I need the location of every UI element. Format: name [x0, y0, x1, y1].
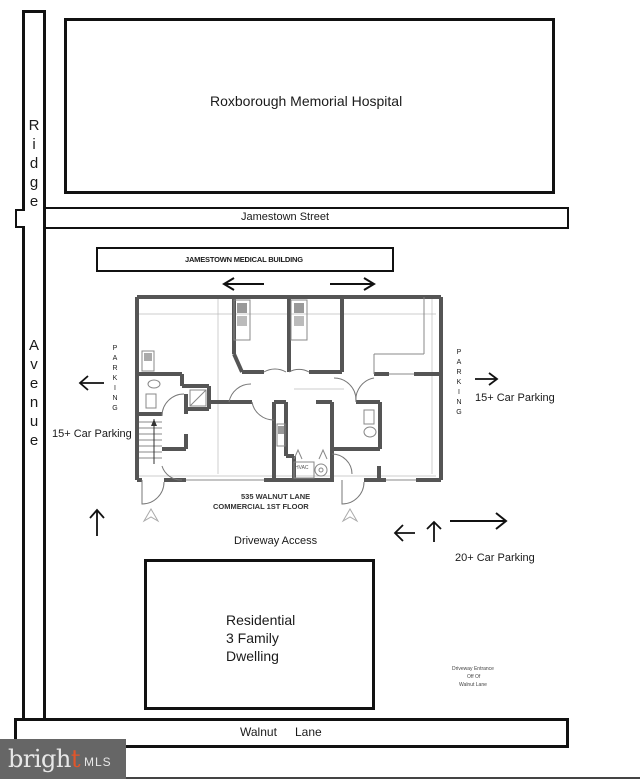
vertical-letter: A	[28, 337, 39, 354]
bright-mls-watermark: bright MLS	[0, 739, 126, 779]
vertical-letter: K	[112, 375, 118, 382]
vertical-letter: R	[456, 369, 462, 376]
jamestown-medical-building	[96, 247, 394, 272]
vertical-letter: e	[29, 193, 39, 210]
vertical-letter: A	[456, 359, 462, 366]
hvac-label: HVAC	[295, 465, 309, 471]
vertical-letter: d	[29, 155, 39, 172]
vertical-letter: P	[456, 349, 462, 356]
arrow-right-icon	[450, 512, 508, 530]
jamestown-street	[44, 207, 569, 229]
door-swings	[141, 368, 375, 505]
subject-floor: COMMERCIAL 1ST FLOOR	[213, 502, 309, 511]
vertical-letter: u	[29, 413, 39, 430]
vertical-letter: g	[29, 174, 39, 191]
walnut-label: Walnut	[240, 725, 277, 739]
watermark-mls: MLS	[84, 755, 112, 769]
north-marker-left-icon	[142, 508, 160, 523]
bottom-border-line	[0, 777, 640, 779]
left-parking-count: 15+ Car Parking	[52, 428, 132, 440]
lower-right-parking-count: 20+ Car Parking	[455, 552, 535, 564]
jamestown-street-label: Jamestown Street	[241, 211, 330, 223]
vertical-letter: R	[28, 117, 40, 134]
hospital-label: Roxborough Memorial Hospital	[210, 93, 403, 109]
medical-building-label: JAMESTOWN MEDICAL BUILDING	[185, 255, 303, 264]
residential-line-2: 3 Family	[226, 630, 279, 646]
arrow-right-icon	[475, 372, 499, 386]
north-marker-right-icon	[341, 508, 359, 523]
vertical-letter: v	[30, 356, 38, 373]
residential-building	[144, 559, 375, 710]
residential-line-1: Residential	[226, 612, 296, 628]
interior-walls	[137, 297, 441, 480]
subject-address: 535 WALNUT LANE	[241, 492, 311, 501]
vertical-letter: A	[112, 355, 118, 362]
jamestown-street-stub	[15, 209, 25, 228]
fixtures	[141, 299, 377, 479]
vertical-letter: e	[29, 432, 39, 449]
vertical-letter: G	[456, 409, 462, 416]
driveway-entrance-note-1: Driveway Entrance	[452, 666, 494, 672]
hospital-building	[64, 18, 555, 194]
vertical-letter: i	[32, 136, 36, 153]
arrow-left-icon	[393, 524, 415, 542]
watermark-brand: bright	[8, 745, 81, 773]
arrow-left-icon	[222, 277, 264, 291]
vertical-letter: K	[456, 379, 462, 386]
driveway-entrance-note-2: Off Of	[467, 674, 481, 680]
driveway-entrance-note-3: Walnut Lane	[459, 682, 487, 688]
vertical-letter: N	[112, 395, 118, 402]
right-parking-count: 15+ Car Parking	[475, 392, 555, 404]
ridge-avenue-street	[22, 10, 46, 722]
arrow-left-icon	[78, 375, 104, 391]
floor-plan	[135, 295, 443, 505]
lane-label: Lane	[295, 725, 322, 739]
vertical-letter: I	[114, 385, 116, 392]
stairs	[139, 419, 162, 464]
vertical-letter: N	[456, 399, 462, 406]
vertical-letter: R	[112, 365, 118, 372]
arrow-up-icon	[426, 520, 442, 542]
arrow-up-icon	[89, 508, 105, 536]
arrow-right-icon	[330, 277, 376, 291]
vertical-letter: I	[458, 389, 460, 396]
residential-line-3: Dwelling	[226, 648, 279, 664]
driveway-access-label: Driveway Access	[234, 535, 318, 547]
vertical-letter: P	[112, 345, 118, 352]
vertical-letter: e	[29, 375, 39, 392]
vertical-letter: n	[29, 394, 39, 411]
vertical-letter: G	[112, 405, 118, 412]
